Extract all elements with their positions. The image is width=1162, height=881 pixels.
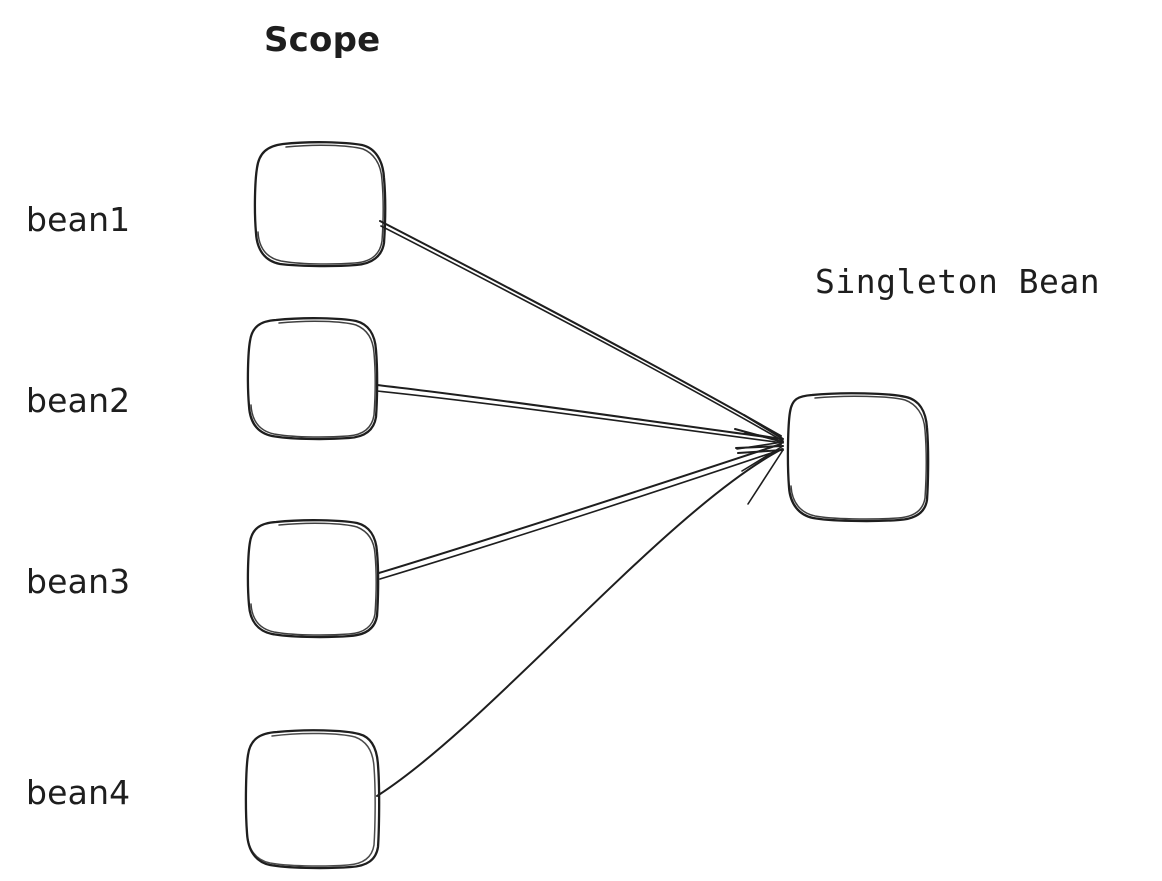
- singleton-bean-title: Singleton Bean: [815, 262, 1101, 301]
- node-label-bean2: bean2: [26, 381, 131, 420]
- arrowhead-bean4: [737, 449, 784, 454]
- edge-bean3-to-singleton: [378, 443, 784, 580]
- node-label-bean1: bean1: [26, 200, 131, 239]
- arrowhead-bean2: [734, 428, 784, 443]
- edge-bean2-to-singleton: [376, 384, 784, 450]
- node-label-bean4: bean4: [26, 773, 131, 812]
- arrowhead-bean1: [743, 414, 784, 440]
- node-singleton-bean[interactable]: [786, 392, 930, 523]
- node-bean1[interactable]: [253, 141, 387, 268]
- edge-bean1-to-singleton: [379, 220, 784, 442]
- edge-bean4-to-singleton: [376, 448, 784, 797]
- node-bean4[interactable]: [244, 729, 381, 870]
- node-bean3[interactable]: [246, 519, 380, 639]
- node-bean2[interactable]: [246, 317, 379, 441]
- scope-title: Scope: [264, 20, 381, 60]
- arrowhead-bean3: [735, 445, 784, 449]
- node-label-bean3: bean3: [26, 562, 131, 601]
